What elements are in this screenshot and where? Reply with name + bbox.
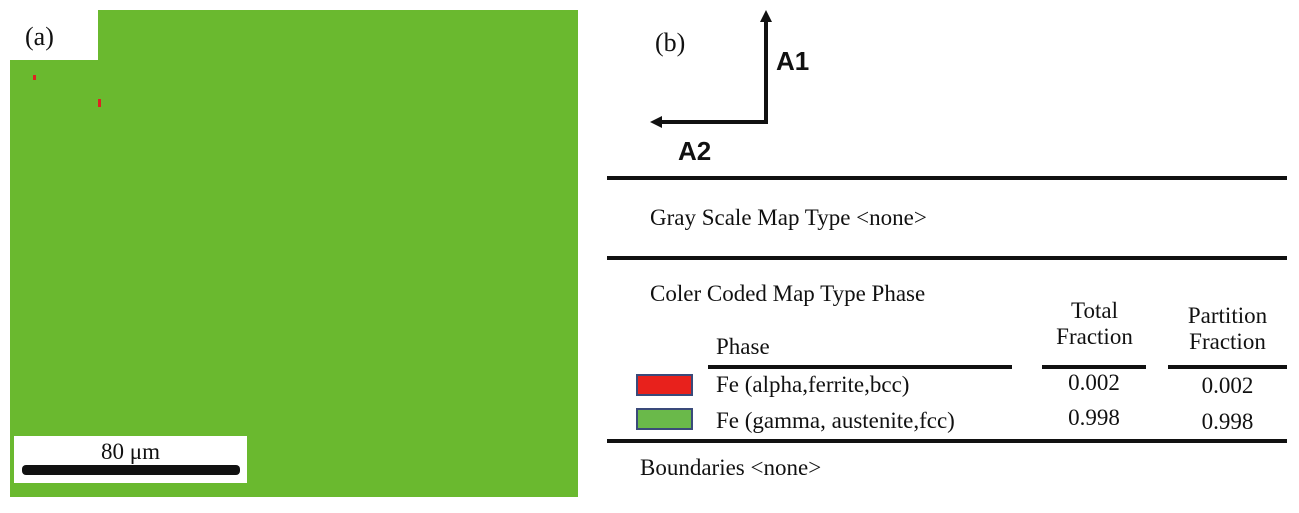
header-partition-line2: Fraction (1189, 329, 1266, 354)
divider (607, 439, 1287, 443)
scale-bar-label: 80 μm (101, 439, 160, 464)
header-total-line1: Total (1071, 298, 1118, 323)
underline (1168, 365, 1287, 369)
gray-scale-text: Gray Scale Map Type <none> (650, 205, 927, 230)
divider (607, 176, 1287, 180)
partition-fraction: 0.002 (1201, 373, 1254, 398)
color-coded-text: Coler Coded Map Type Phase (650, 281, 926, 306)
header-phase: Phase (716, 334, 770, 359)
header-total-line2: Fraction (1056, 324, 1133, 349)
scale-bar: 80 μm (14, 436, 247, 483)
boundaries-text: Boundaries <none> (640, 455, 822, 480)
phase-name: Fe (alpha,ferrite,bcc) (716, 372, 910, 397)
austenite-swatch (636, 408, 693, 430)
underline (1042, 365, 1146, 369)
ferrite-spot (98, 99, 101, 107)
total-fraction: 0.998 (1068, 405, 1120, 430)
header-partition-line1: Partition (1187, 303, 1268, 328)
partition-fraction: 0.998 (1201, 409, 1254, 434)
axes-arrows-icon (650, 10, 772, 128)
map-notch (10, 10, 98, 60)
phase-map (10, 10, 578, 497)
axis-a2-label: A2 (678, 136, 712, 166)
scale-bar-line (22, 465, 240, 475)
underline (708, 365, 1012, 369)
ferrite-spot (33, 75, 36, 80)
divider (607, 256, 1287, 260)
panel-b-label: (b) (655, 28, 686, 57)
axis-a1-label: A1 (776, 46, 810, 76)
phase-name: Fe (gamma, austenite,fcc) (716, 408, 955, 433)
panel-a-label: (a) (25, 22, 54, 51)
total-fraction: 0.002 (1068, 370, 1120, 395)
ferrite-swatch (636, 374, 693, 396)
